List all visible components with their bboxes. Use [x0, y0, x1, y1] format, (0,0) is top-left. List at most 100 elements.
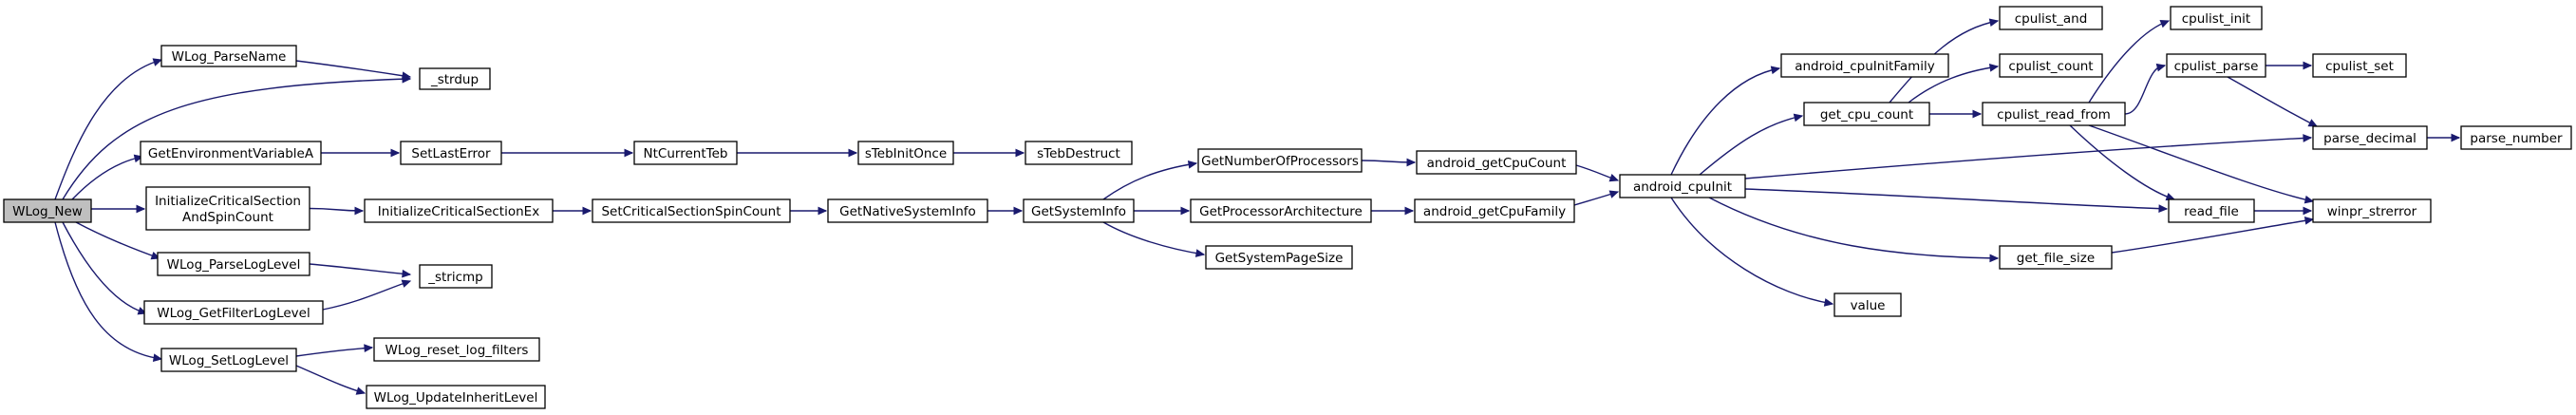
- node-ntcurrentteb[interactable]: NtCurrentTeb: [633, 141, 738, 165]
- node-cpulist-and-box: [1999, 6, 2103, 30]
- edge-get-cpu-count-to-cpulist-and: [1889, 18, 2000, 104]
- node-cpulist-count[interactable]: cpulist_count: [1999, 53, 2103, 78]
- node-getnumproc-label: GetNumberOfProcessors: [1201, 154, 1359, 169]
- node-wlog-setloglevel[interactable]: WLog_SetLogLevel: [160, 348, 297, 372]
- node-get-file-size[interactable]: get_file_size: [1999, 245, 2113, 270]
- node-wlog-getfilter[interactable]: WLog_GetFilterLogLevel: [143, 300, 324, 325]
- edge-cpulist-read-from-to-read-file-line: [2069, 124, 2175, 200]
- edge-android-getcpucount-to-android-cpuinit-arrowhead: [1608, 174, 1620, 182]
- edge-android-cpuinit-to-android-cpuinitfamily: [1670, 66, 1781, 176]
- node-cpulist-parse-box: [2166, 53, 2266, 78]
- node-wlog-parseloglevel[interactable]: WLog_ParseLogLevel: [157, 252, 310, 276]
- edge-cpulist-parse-to-cpulist-set-arrowhead: [2303, 61, 2313, 70]
- node-wlog-new[interactable]: WLog_New: [3, 198, 92, 223]
- node-stebinitonce-box: [857, 141, 954, 165]
- edge-cpulist-read-from-to-winpr-strerror-arrowhead: [2303, 195, 2315, 204]
- edge-wlog-setloglevel-to-wlog-reset: [295, 344, 374, 357]
- node-value[interactable]: value: [1833, 292, 1902, 317]
- node-getnativesysinfo[interactable]: GetNativeSystemInfo: [827, 198, 988, 223]
- node-cpulist-parse[interactable]: cpulist_parse: [2166, 53, 2266, 78]
- node-wlog-parseloglevel-label: WLog_ParseLogLevel: [167, 257, 301, 273]
- node-wlog-parsename[interactable]: WLog_ParseName: [160, 45, 297, 67]
- node-stebinitonce-label: sTebInitOnce: [865, 146, 947, 161]
- edge-cpulist-parse-to-parse-decimal: [2227, 76, 2319, 127]
- edge-wlog-parseloglevel-to-stricmp-line: [309, 263, 411, 275]
- node-cpulist-parse-label: cpulist_parse: [2174, 59, 2259, 74]
- node-get-cpu-count[interactable]: get_cpu_count: [1803, 102, 1930, 126]
- edge-read-file-to-winpr-strerror: [2254, 206, 2313, 216]
- node-setlasterror-label: SetLastError: [411, 146, 491, 161]
- edge-wlog-setloglevel-to-wlog-update-arrowhead: [355, 387, 367, 395]
- node-wlog-parseloglevel-box: [157, 252, 310, 276]
- edge-getsysinfo-to-getpagesize-arrowhead: [1194, 249, 1206, 257]
- node-initcs-ex-label: InitializeCriticalSectionEx: [378, 204, 539, 219]
- edge-ntcurrentteb-to-stebinitonce-arrowhead: [848, 148, 858, 158]
- node-strdup-label: _strdup: [430, 72, 479, 87]
- edge-wlog-new-to-getenv-line: [71, 156, 143, 200]
- node-wlog-parsename-label: WLog_ParseName: [172, 49, 287, 65]
- node-setcs-spin-box: [592, 198, 791, 223]
- edge-android-cpuinit-to-get-cpu-count-arrowhead: [1793, 113, 1804, 123]
- node-getenv[interactable]: GetEnvironmentVariableA: [140, 141, 322, 165]
- edge-wlog-parsename-to-strdup-line: [295, 60, 411, 78]
- edge-get-cpu-count-to-cpulist-read-from: [1929, 109, 1983, 119]
- node-android-cpuinit[interactable]: android_cpuInit: [1619, 174, 1746, 198]
- node-android-getcpufamily[interactable]: android_getCpuFamily: [1414, 198, 1575, 223]
- node-cpulist-set[interactable]: cpulist_set: [2312, 53, 2407, 78]
- edge-initcs-ex-to-setcs-spin: [553, 206, 592, 216]
- edge-android-cpuinit-to-get-cpu-count: [1699, 113, 1804, 176]
- node-wlog-update-box: [366, 385, 546, 409]
- edge-wlog-setloglevel-to-wlog-update: [295, 365, 367, 395]
- node-stebdestruct[interactable]: sTebDestruct: [1025, 141, 1133, 165]
- edge-android-cpuinit-to-android-cpuinitfamily-arrowhead: [1770, 66, 1781, 75]
- edge-cpulist-read-from-to-winpr-strerror-line: [2088, 124, 2314, 202]
- node-wlog-update[interactable]: WLog_UpdateInheritLevel: [366, 385, 546, 409]
- node-initcs-spin-label: InitializeCriticalSection: [155, 194, 301, 209]
- edge-wlog-parseloglevel-to-stricmp: [309, 263, 412, 278]
- node-cpulist-read-from[interactable]: cpulist_read_from: [1982, 102, 2126, 126]
- node-read-file[interactable]: read_file: [2168, 198, 2255, 223]
- node-stebdestruct-label: sTebDestruct: [1037, 146, 1120, 161]
- node-parse-decimal[interactable]: parse_decimal: [2312, 125, 2428, 150]
- node-winpr-strerror[interactable]: winpr_strerror: [2312, 198, 2432, 223]
- edge-setcs-spin-to-getnativesysinfo-arrowhead: [818, 206, 828, 216]
- node-getnumproc[interactable]: GetNumberOfProcessors: [1197, 148, 1363, 173]
- edge-wlog-getfilter-to-stricmp-arrowhead: [401, 279, 412, 288]
- edge-wlog-new-to-wlog-setloglevel-line: [54, 221, 162, 360]
- node-cpulist-init[interactable]: cpulist_init: [2170, 6, 2263, 30]
- edge-wlog-new-to-wlog-getfilter-line: [62, 221, 147, 314]
- node-parse-number[interactable]: parse_number: [2460, 125, 2572, 150]
- nodes-layer: WLog_New WLog_ParseName _strdupGetEnvironm…: [3, 6, 2572, 409]
- node-getpagesize[interactable]: GetSystemPageSize: [1205, 245, 1353, 270]
- node-android-cpuinitfamily[interactable]: android_cpuInitFamily: [1780, 53, 1949, 78]
- node-cpulist-and[interactable]: cpulist_and: [1999, 6, 2103, 30]
- node-getsysinfo[interactable]: GetSystemInfo: [1023, 198, 1135, 223]
- node-strdup[interactable]: _strdup: [419, 67, 491, 90]
- node-stebinitonce[interactable]: sTebInitOnce: [857, 141, 954, 165]
- edge-wlog-new-to-wlog-parsename-line: [54, 59, 162, 200]
- node-setcs-spin[interactable]: SetCriticalSectionSpinCount: [592, 198, 791, 223]
- node-wlog-reset[interactable]: WLog_reset_log_filters: [373, 337, 540, 362]
- node-android-getcpucount[interactable]: android_getCpuCount: [1416, 150, 1577, 175]
- node-wlog-setloglevel-box: [160, 348, 297, 372]
- node-wlog-new-box: [3, 198, 92, 223]
- edge-getenv-to-setlasterror: [321, 148, 401, 158]
- edges-layer: [54, 18, 2461, 395]
- node-stricmp[interactable]: _stricmp: [419, 264, 493, 289]
- edge-wlog-setloglevel-to-wlog-reset-line: [295, 347, 373, 357]
- node-winpr-strerror-box: [2312, 198, 2432, 223]
- node-android-cpuinitfamily-label: android_cpuInitFamily: [1795, 59, 1935, 74]
- edge-get-cpu-count-to-cpulist-count-arrowhead: [1988, 63, 2000, 72]
- node-initcs-spin-label: AndSpinCount: [182, 210, 273, 225]
- edge-getsysinfo-to-getprocarch-arrowhead: [1180, 206, 1191, 216]
- node-stricmp-label: _stricmp: [427, 270, 483, 285]
- node-initcs-ex[interactable]: InitializeCriticalSectionEx: [364, 198, 554, 223]
- node-getprocarch[interactable]: GetProcessorArchitecture: [1190, 198, 1372, 223]
- node-setlasterror[interactable]: SetLastError: [400, 141, 502, 165]
- node-cpulist-read-from-label: cpulist_read_from: [1997, 107, 2111, 123]
- node-cpulist-set-box: [2312, 53, 2407, 78]
- edge-wlog-new-to-initcs-spin: [91, 204, 146, 214]
- edge-wlog-new-to-wlog-setloglevel: [54, 221, 163, 362]
- node-winpr-strerror-label: winpr_strerror: [2327, 204, 2417, 219]
